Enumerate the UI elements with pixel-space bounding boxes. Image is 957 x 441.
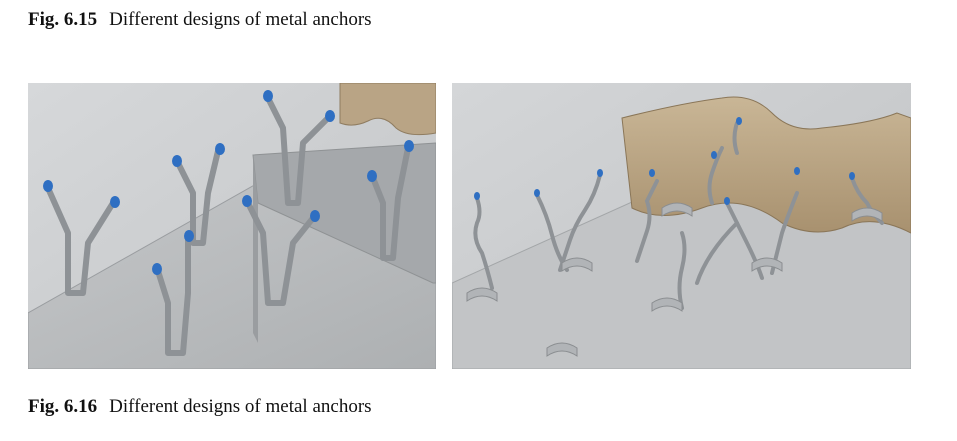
anchor-clips	[466, 202, 883, 357]
figure-caption-top: Fig. 6.15 Different designs of metal anch…	[28, 9, 372, 31]
anchor-rods	[45, 95, 411, 356]
refractory-block	[339, 83, 436, 136]
wavy-anchors	[473, 121, 884, 310]
anchor-drawing-right	[452, 83, 911, 369]
refractory-block	[621, 96, 911, 234]
figure-caption-bottom: Fig. 6.16 Different designs of metal anch…	[28, 396, 372, 418]
figure-caption-text: Different designs of metal anchors	[109, 396, 372, 417]
figure-label: Fig. 6.15	[28, 9, 98, 30]
anchor-caps	[43, 90, 414, 275]
anchor-illustration-right	[452, 83, 911, 369]
anchor-illustration-left	[28, 83, 436, 369]
figure-caption-text: Different designs of metal anchors	[109, 9, 372, 30]
figure-label: Fig. 6.16	[28, 396, 98, 417]
anchor-drawing-left	[28, 83, 436, 369]
anchor-caps	[474, 117, 855, 205]
plate-edge	[253, 155, 258, 343]
